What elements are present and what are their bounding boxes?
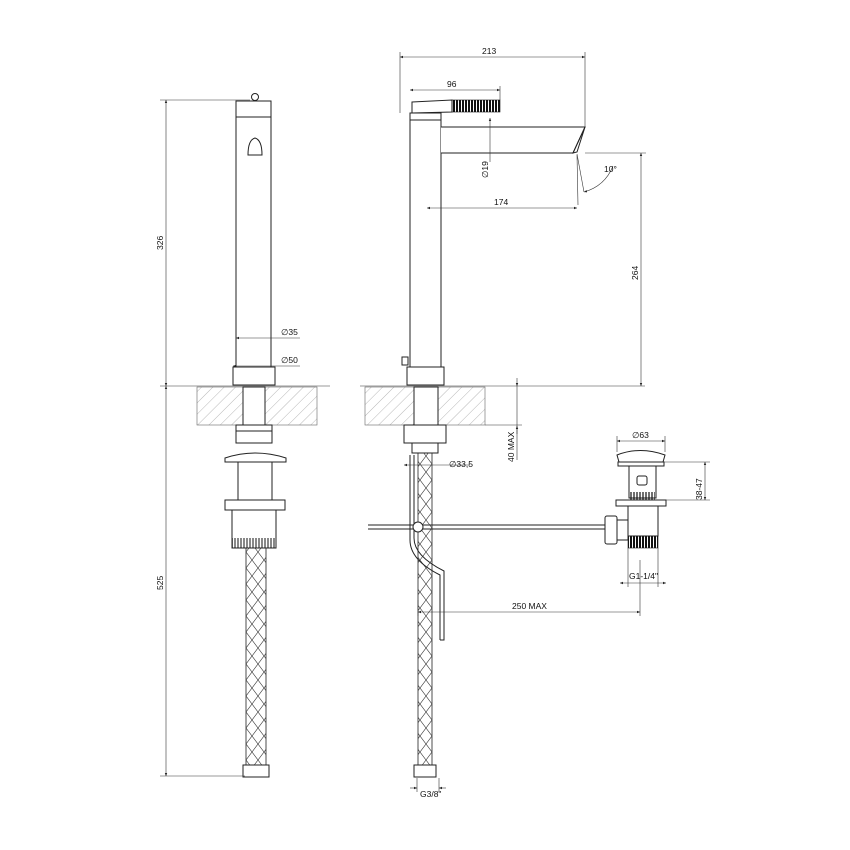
dim-spout-angle: 10° <box>604 164 617 174</box>
drain-thread <box>627 535 659 549</box>
dim-total-reach: 213 <box>482 46 496 56</box>
dim-rod-length: 250 MAX <box>512 601 547 611</box>
shank <box>242 386 266 426</box>
faucet-body <box>235 100 272 368</box>
dim-body-diameter: ∅35 <box>281 327 298 337</box>
nut <box>235 424 273 444</box>
flex-hose <box>245 547 267 767</box>
dim-drain-thread: G1-1/4" <box>629 571 658 581</box>
pop-up-drain: ∅63 38-47 G1-1/4" <box>604 430 710 587</box>
dim-handle-length: 96 <box>447 79 457 89</box>
flex-hose-side <box>417 452 433 766</box>
rod-clamp <box>412 521 424 533</box>
dim-drain-height: 38-47 <box>694 478 704 500</box>
faucet-body-side <box>409 112 442 368</box>
handle-grip <box>451 99 501 113</box>
dim-below-counter: 525 <box>155 576 165 590</box>
dim-drain-cap-diameter: ∅63 <box>632 430 649 440</box>
side-view: 213 96 ∅19 10° 174 264 40 MAX ∅33,5 250 … <box>360 46 646 799</box>
drain-cap <box>616 450 666 463</box>
dim-overall-height: 326 <box>155 236 165 250</box>
front-view: 326 525 ∅35 ∅50 <box>155 93 330 778</box>
handle-lever <box>411 99 453 114</box>
rod-nut <box>604 515 618 545</box>
hose-fitting-side <box>413 764 437 778</box>
dim-spout-height: 264 <box>630 266 640 280</box>
dim-counter-thickness: 40 MAX <box>506 431 516 462</box>
drain-cap-front <box>224 452 287 463</box>
base-ring <box>232 366 276 386</box>
dim-spout-diameter: ∅19 <box>480 161 490 178</box>
dim-shank-diameter: ∅33,5 <box>449 459 473 469</box>
lift-rod <box>409 455 441 640</box>
hose-fitting <box>242 764 270 778</box>
spout-outlet <box>247 137 263 156</box>
lift-rod-knob <box>401 356 409 366</box>
dim-hose-thread: G3/8" <box>420 789 441 799</box>
dim-base-diameter: ∅50 <box>281 355 298 365</box>
top-knob <box>251 93 259 101</box>
base-ring-side <box>406 366 445 386</box>
spout <box>441 126 586 154</box>
dim-spout-reach: 174 <box>494 197 508 207</box>
drain-flange <box>615 499 667 507</box>
